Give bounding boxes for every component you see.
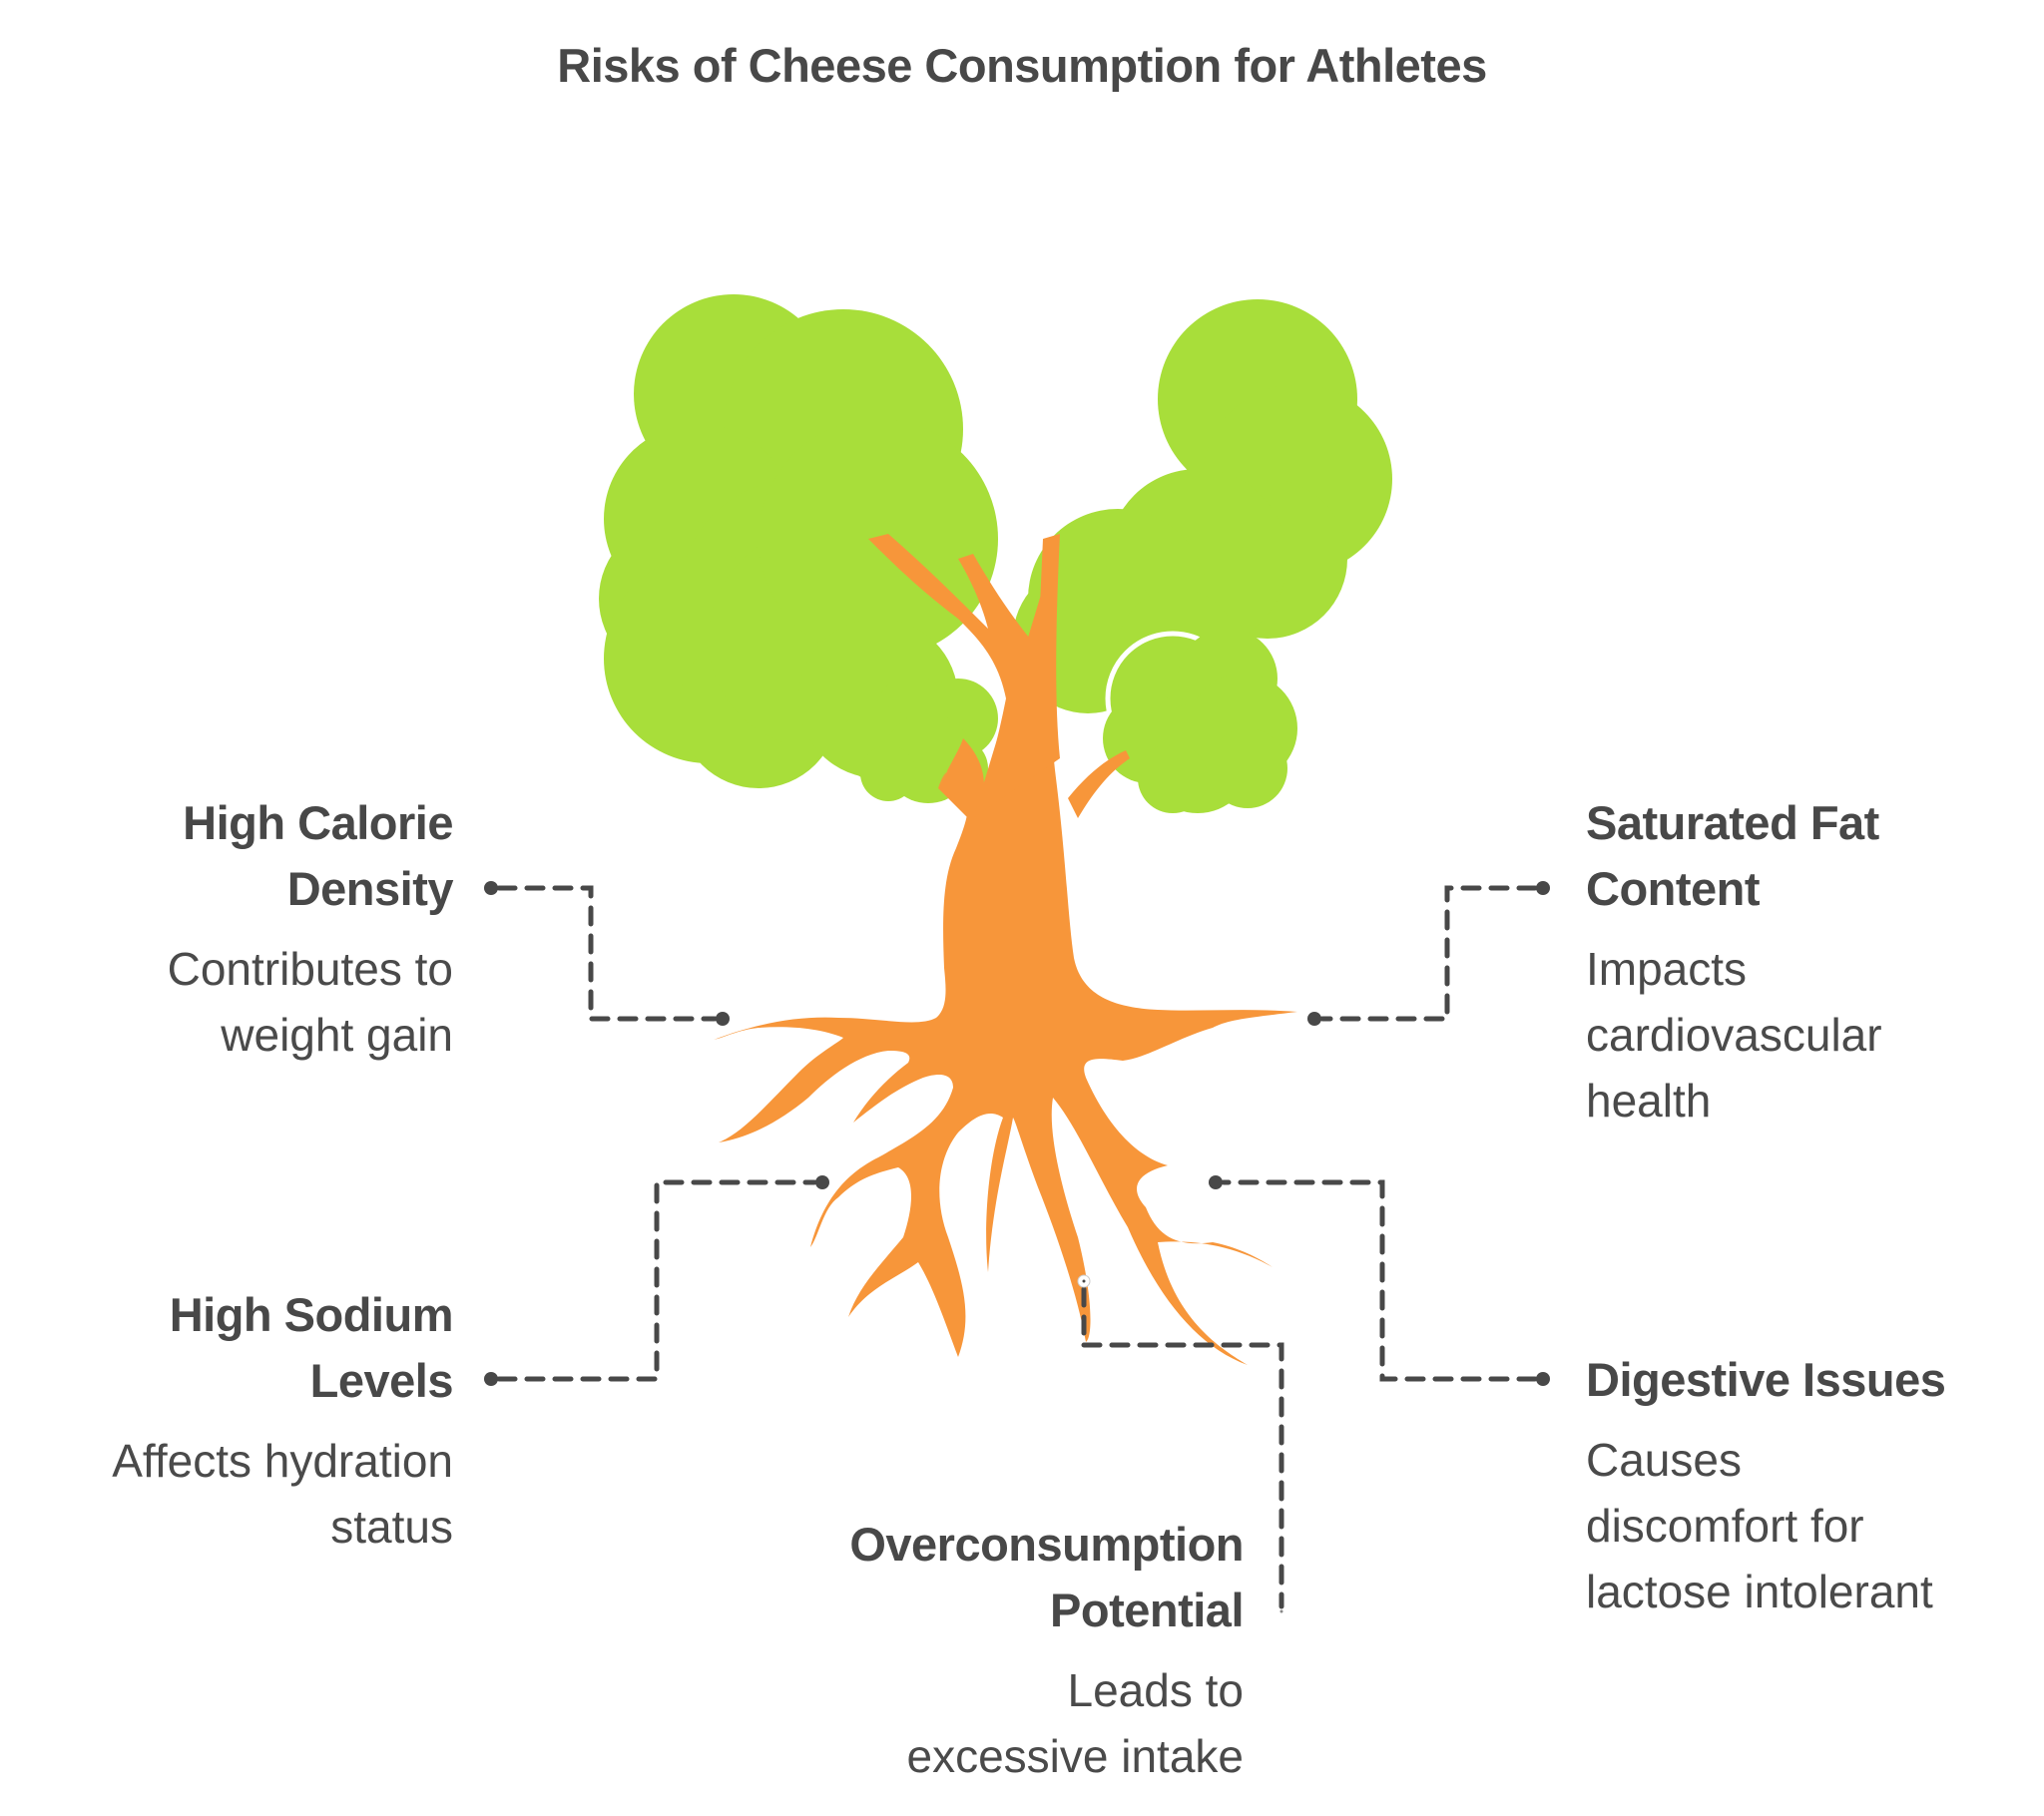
foliage [599, 294, 1392, 813]
dot-icon [716, 1012, 730, 1026]
connector-dots [484, 881, 1550, 1386]
risk-saturated-fat-content: Saturated Fat Content Impacts cardiovasc… [1586, 790, 2044, 1134]
risk-heading: Digestive Issues [1586, 1353, 1946, 1406]
dot-icon [1279, 1609, 1283, 1613]
dot-icon [1082, 1279, 1086, 1283]
risk-description: Affects hydration status [112, 1435, 453, 1553]
foliage-small-right-fill [1103, 629, 1297, 813]
dot-icon [1536, 881, 1550, 895]
dot-icon [1209, 1175, 1223, 1189]
risk-high-sodium-levels: High Sodium Levels Affects hydration sta… [0, 1282, 453, 1560]
dot-icon [1536, 1372, 1550, 1386]
risk-overconsumption-potential: Overconsumption Potential Leads to exces… [685, 1512, 1244, 1789]
connector-high-sodium [496, 1179, 817, 1382]
risk-description: Causes discomfort for lactose intolerant [1586, 1434, 1933, 1617]
connector-overconsumption [1081, 1286, 1284, 1609]
risk-description: Contributes to weight gain [167, 943, 453, 1061]
diagram-title: Risks of Cheese Consumption for Athletes [557, 39, 1487, 92]
foliage-right-cluster [1013, 299, 1392, 713]
risk-heading: Overconsumption Potential [849, 1518, 1244, 1636]
dot-icon [1307, 1012, 1321, 1026]
risk-description: Leads to excessive intake [906, 1664, 1245, 1782]
dot-icon [484, 881, 498, 895]
connector-high-calorie [496, 885, 718, 1022]
risk-high-calorie-density: High Calorie Density Contributes to weig… [0, 790, 454, 1068]
trunk [714, 534, 1297, 1365]
risk-description: Impacts cardiovascular health [1586, 943, 1882, 1127]
dot-icon [815, 1175, 829, 1189]
risk-digestive-issues: Digestive Issues Causes discomfort for l… [1586, 1347, 2044, 1624]
risk-heading: High Sodium Levels [169, 1288, 454, 1407]
connector-digestive [1221, 1179, 1538, 1382]
connectors [496, 885, 1538, 1609]
risk-heading: Saturated Fat Content [1586, 796, 1879, 915]
risk-heading: High Calorie Density [183, 796, 453, 915]
connector-saturated-fat [1319, 885, 1538, 1022]
dot-icon [484, 1372, 498, 1386]
